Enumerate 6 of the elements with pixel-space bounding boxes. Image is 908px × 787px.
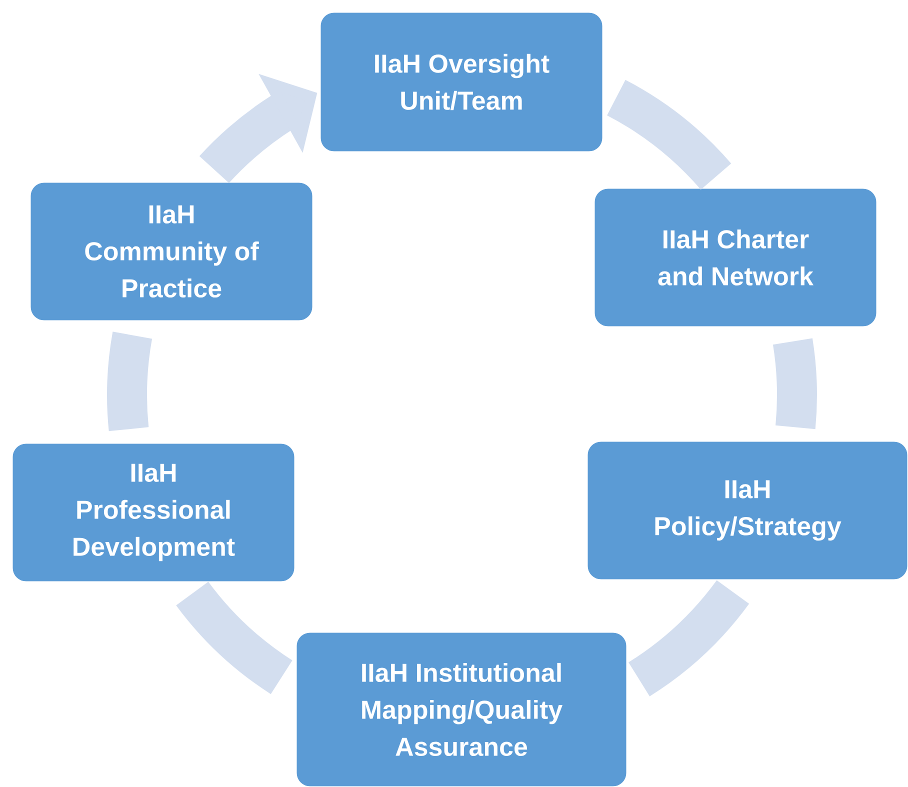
- process-box: IIaH Policy/Strategy: [586, 440, 908, 581]
- process-box: IIaH Community of Practice: [29, 181, 314, 322]
- process-box: IIaH Oversight Unit/Team: [319, 11, 604, 153]
- process-box: IIaH Charter and Network: [593, 187, 878, 328]
- process-box: IIaH Professional Development: [11, 442, 296, 583]
- process-box: IIaH Institutional Mapping/Quality Assurance: [295, 631, 628, 787]
